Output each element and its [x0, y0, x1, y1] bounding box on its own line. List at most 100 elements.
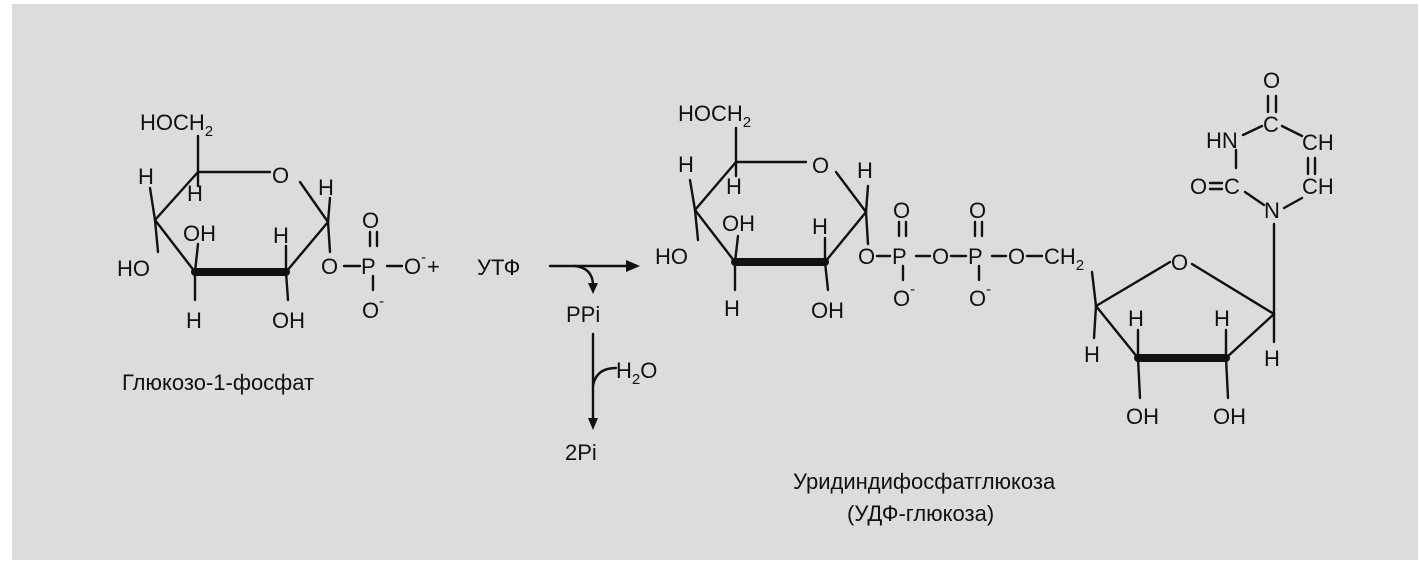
g1p-h-c4: H [138, 164, 154, 189]
udpg-p2-double-o: O [969, 198, 986, 223]
ribose-c4-c3-bond [1094, 304, 1140, 360]
udpg-ho-c4: HO [655, 244, 688, 269]
udpg-ch2: CH2 [1044, 244, 1084, 274]
ribose-h-c1: H [1264, 346, 1280, 371]
g1p-oh-c3: OH [183, 221, 216, 246]
udp-glucose-structure: HOCH2 O H H H OH H HO H OH O P O O- O P [655, 68, 1334, 526]
label-utp: УТФ [477, 255, 520, 280]
water-branch-curve [591, 366, 618, 388]
g1p-o-minus: O- [404, 249, 426, 279]
ribose-o-c1-bond [1190, 262, 1276, 316]
g1p-ho-c4: HO [117, 256, 150, 281]
g1p-ring-c1-c2 [284, 220, 330, 274]
ribose-c4-o-bond [1094, 260, 1172, 308]
uracil-c2: C [1224, 174, 1240, 199]
main-arrow-head [626, 260, 640, 272]
udpg-oh-c3: OH [722, 211, 755, 236]
uracil-c6-n1-bond [1282, 196, 1304, 210]
uracil-hn3: HN [1206, 128, 1238, 153]
g1p-h-c1: H [318, 175, 334, 200]
udpg-p1-double-o: O [893, 198, 910, 223]
udpg-bridge-o2: O [932, 244, 949, 269]
g1p-c2-oh-bond [284, 270, 290, 302]
g1p-c1-h-bond [326, 196, 332, 224]
udpg-h-c2: H [812, 214, 828, 239]
g1p-hoch2: HOCH2 [140, 110, 213, 140]
udpg-p1: P [892, 244, 907, 269]
label-udp-glucose-abbr: (УДФ-глюкоза) [847, 501, 994, 526]
ribose-c1-c2-bond [1224, 312, 1276, 360]
ribose-c2-oh-bond [1224, 356, 1230, 400]
label-2pi: 2Pi [565, 440, 597, 465]
udpg-ring-c1-c2 [823, 210, 868, 264]
ribose-c4-h-bond [1092, 304, 1098, 340]
udpg-bridge-o3: O [1008, 244, 1025, 269]
uracil-n3-c4-bond [1241, 124, 1264, 137]
udpg-p2: P [968, 244, 983, 269]
g1p-ring-c4-c3 [153, 218, 197, 274]
udpg-c4-h-bond [688, 178, 697, 212]
ribose-ring-o: O [1171, 250, 1188, 275]
ribose-ch2-c4-bond [1090, 270, 1098, 308]
uracil-c4-c5-bond [1280, 124, 1304, 138]
ribose-oh-c3: OH [1126, 404, 1159, 429]
udpg-c1-h-bond [864, 184, 870, 214]
udpg-h-c5: H [726, 174, 742, 199]
udpg-c3-oh-bond [733, 234, 740, 264]
ribose-h-c3: H [1128, 306, 1144, 331]
plus-sign: + [427, 254, 440, 279]
ppi-arrow-head [588, 283, 598, 294]
udpg-c2-oh-bond [823, 260, 830, 292]
udpg-h-c1: H [857, 158, 873, 183]
uracil-n1-c2-bond [1243, 190, 1266, 207]
label-glucose-1-phosphate: Глюкозо-1-фосфат [122, 370, 314, 395]
ppi-branch-curve [573, 264, 595, 286]
g1p-ring-o: O [272, 163, 289, 188]
udpg-ring-top [693, 160, 808, 212]
ribose-oh-c2: OH [1213, 404, 1246, 429]
g1p-c1-o-bond [326, 220, 332, 254]
uracil-c5h: CH [1302, 130, 1334, 155]
g1p-c4-h-bond [148, 186, 157, 222]
hydrolysis-arrow-head [588, 418, 598, 430]
ribose-c3-oh-bond [1136, 356, 1142, 400]
uracil-c4: C [1263, 112, 1279, 137]
uracil-n1: N [1264, 198, 1280, 223]
g1p-ring-top [153, 170, 272, 222]
glucose-1-phosphate-structure: HOCH2 O H H H OH H HO H OH O P O O- O- Г… [117, 110, 426, 395]
label-ppi: PPi [566, 302, 600, 327]
udpg-c4-ho-bond [693, 208, 700, 242]
g1p-c4-ho-bond [153, 218, 160, 254]
udpg-hoch2: HOCH2 [678, 101, 751, 131]
g1p-o-minus-lower: O- [362, 293, 384, 323]
g1p-ring-o-c1 [298, 180, 330, 224]
udpg-ring-c4-c3 [693, 208, 737, 264]
ribose-h-c4: H [1084, 342, 1100, 367]
g1p-h-c3: H [186, 308, 202, 333]
uracil-c6h: CH [1302, 174, 1334, 199]
udpg-ring-o-c1 [834, 170, 868, 214]
udpg-h-c3: H [724, 296, 740, 321]
g1p-c3-oh-bond [193, 242, 200, 274]
g1p-p-double-o: O [362, 208, 379, 233]
udpg-c1-o-bond [864, 210, 870, 246]
udpg-ring-o: O [812, 153, 829, 178]
udpg-bridge-o1: O [858, 244, 875, 269]
g1p-phosphorus: P [361, 254, 376, 279]
g1p-bridge-o: O [321, 254, 338, 279]
diagram-panel [12, 4, 1418, 560]
ribose-h-c2: H [1214, 306, 1230, 331]
udpg-h-c4: H [678, 152, 694, 177]
udpg-p2-o-minus: O- [969, 281, 991, 311]
uracil-c2-o: O [1190, 174, 1207, 199]
udpg-p1-o-minus: O- [893, 281, 915, 311]
g1p-h-c5: H [187, 181, 203, 206]
udpg-oh-c2: OH [811, 298, 844, 323]
label-udp-glucose-name: Уридиндифосфатглюкоза [793, 469, 1056, 494]
label-water: H2O [616, 358, 657, 388]
g1p-h-c2: H [273, 223, 289, 248]
g1p-oh-c2: OH [272, 308, 305, 333]
uracil-c4-o: O [1263, 68, 1280, 93]
